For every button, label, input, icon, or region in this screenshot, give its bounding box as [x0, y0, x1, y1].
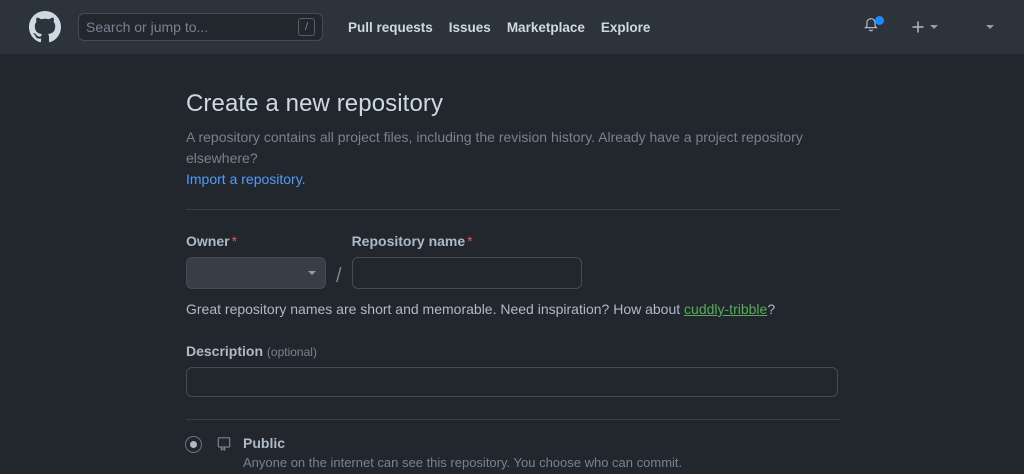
public-title: Public [243, 435, 286, 451]
owner-required-mark: * [231, 233, 238, 249]
hint-suffix: ? [767, 301, 776, 317]
owner-and-name-row: Owner* / Repository name* [186, 233, 840, 289]
hint-prefix: Great repository names are short and mem… [186, 301, 685, 317]
account-menu-button[interactable] [980, 11, 1000, 43]
nav-item-pull-requests[interactable]: Pull requests [348, 19, 433, 35]
section-divider-top [186, 209, 840, 210]
plus-icon [912, 21, 924, 33]
repository-name-field-group: Repository name* [351, 233, 582, 289]
owner-label-text: Owner [186, 233, 230, 249]
repository-name-required-mark: * [467, 233, 473, 249]
suggested-repository-name-link[interactable]: cuddly-tribble [684, 301, 768, 317]
search-input[interactable]: Search or jump to... / [78, 13, 323, 41]
description-label: Description (optional) [186, 343, 317, 359]
owner-field-group: Owner* [186, 233, 326, 289]
import-repository-link[interactable]: Import a repository. [186, 171, 306, 187]
chevron-down-icon [986, 25, 994, 29]
nav-item-issues[interactable]: Issues [448, 19, 491, 35]
create-repository-form: Create a new repository A repository con… [184, 54, 840, 474]
global-header: Search or jump to... / Pull requests Iss… [0, 0, 1024, 54]
page-title: Create a new repository [186, 90, 444, 117]
chevron-down-icon [308, 271, 316, 275]
github-mark-icon[interactable] [28, 10, 62, 44]
primary-nav: Pull requests Issues Marketplace Explore [348, 20, 650, 35]
owner-label: Owner* [186, 233, 326, 249]
public-description: Anyone on the internet can see this repo… [243, 455, 683, 471]
chevron-down-icon [930, 25, 938, 29]
public-option-text: Public Anyone on the internet can see th… [243, 434, 682, 472]
repository-name-label: Repository name* [352, 233, 582, 249]
description-field-group: Description (optional) [186, 343, 840, 397]
public-radio[interactable] [186, 437, 201, 452]
repo-book-icon [215, 435, 233, 453]
nav-item-marketplace[interactable]: Marketplace [506, 19, 585, 35]
search-placeholder: Search or jump to... [86, 19, 209, 35]
repository-name-label-text: Repository name [351, 233, 466, 249]
repository-name-input[interactable] [351, 257, 582, 289]
search-shortcut-key: / [298, 18, 315, 36]
owner-name-separator: / [336, 265, 342, 287]
description-label-text: Description [186, 343, 264, 359]
notifications-button[interactable] [856, 11, 888, 43]
nav-item-explore[interactable]: Explore [600, 19, 651, 35]
header-right-actions [856, 11, 1008, 43]
bell-icon [862, 16, 884, 37]
create-new-menu-button[interactable] [904, 11, 944, 43]
section-divider-visibility [186, 419, 840, 420]
notification-unread-dot [875, 16, 884, 25]
owner-select[interactable] [186, 257, 326, 289]
visibility-option-public[interactable]: Public Anyone on the internet can see th… [186, 434, 840, 472]
repository-name-hint: Great repository names are short and mem… [186, 301, 840, 317]
description-optional-tag: (optional) [266, 345, 317, 359]
subtitle-text: A repository contains all project files,… [186, 129, 803, 166]
page-subtitle: A repository contains all project files,… [186, 127, 840, 190]
description-input[interactable] [186, 367, 838, 397]
